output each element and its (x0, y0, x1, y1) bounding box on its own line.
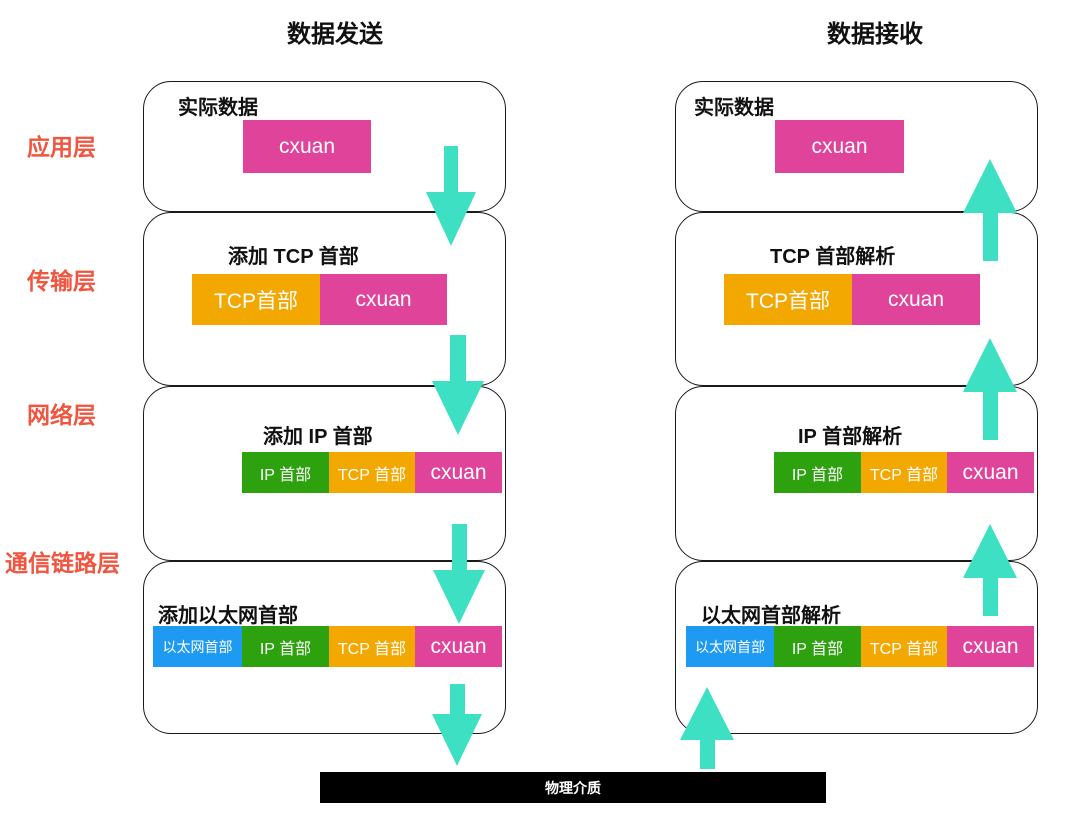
send-link-ip-segment: IP 首部 (242, 626, 329, 667)
send-application-title: 实际数据 (178, 97, 258, 119)
send-link-eth-segment: 以太网首部 (153, 626, 242, 667)
receive-link-title: 以太网首部解析 (701, 605, 841, 627)
send-link-data-segment: cxuan (415, 626, 502, 667)
send-link-title: 添加以太网首部 (158, 605, 298, 627)
send-network-title: 添加 IP 首部 (263, 426, 373, 448)
send-transport-data-segment: cxuan (320, 274, 447, 325)
receive-link-eth-segment: 以太网首部 (686, 626, 774, 667)
receive-network-data-segment: cxuan (947, 452, 1034, 493)
send-network-ip-segment: IP 首部 (242, 452, 329, 493)
send-app-data-segment: cxuan (243, 120, 371, 173)
send-column-title: 数据发送 (287, 21, 383, 48)
send-network-data-segment: cxuan (415, 452, 502, 493)
receive-link-ip-segment: IP 首部 (774, 626, 861, 667)
receive-network-tcp-segment: TCP 首部 (861, 452, 947, 493)
receive-network-ip-segment: IP 首部 (774, 452, 861, 493)
receive-transport-title: TCP 首部解析 (770, 246, 896, 268)
physical-medium-bar: 物理介质 (320, 772, 826, 803)
layer-label-transport: 传输层 (27, 268, 96, 294)
receive-link-tcp-segment: TCP 首部 (861, 626, 947, 667)
send-transport-tcp-segment: TCP首部 (192, 274, 320, 325)
receive-link-data-segment: cxuan (947, 626, 1034, 667)
layer-label-application: 应用层 (27, 134, 96, 160)
receive-column-title: 数据接收 (827, 21, 923, 48)
send-link-tcp-segment: TCP 首部 (329, 626, 415, 667)
receive-app-data-segment: cxuan (775, 120, 904, 173)
send-transport-title: 添加 TCP 首部 (228, 246, 359, 268)
receive-application-title: 实际数据 (694, 97, 774, 119)
layer-label-network: 网络层 (27, 402, 96, 428)
receive-transport-tcp-segment: TCP首部 (724, 274, 852, 325)
layer-label-link: 通信链路层 (5, 550, 120, 576)
receive-network-title: IP 首部解析 (798, 426, 903, 448)
receive-transport-data-segment: cxuan (852, 274, 980, 325)
send-network-tcp-segment: TCP 首部 (329, 452, 415, 493)
